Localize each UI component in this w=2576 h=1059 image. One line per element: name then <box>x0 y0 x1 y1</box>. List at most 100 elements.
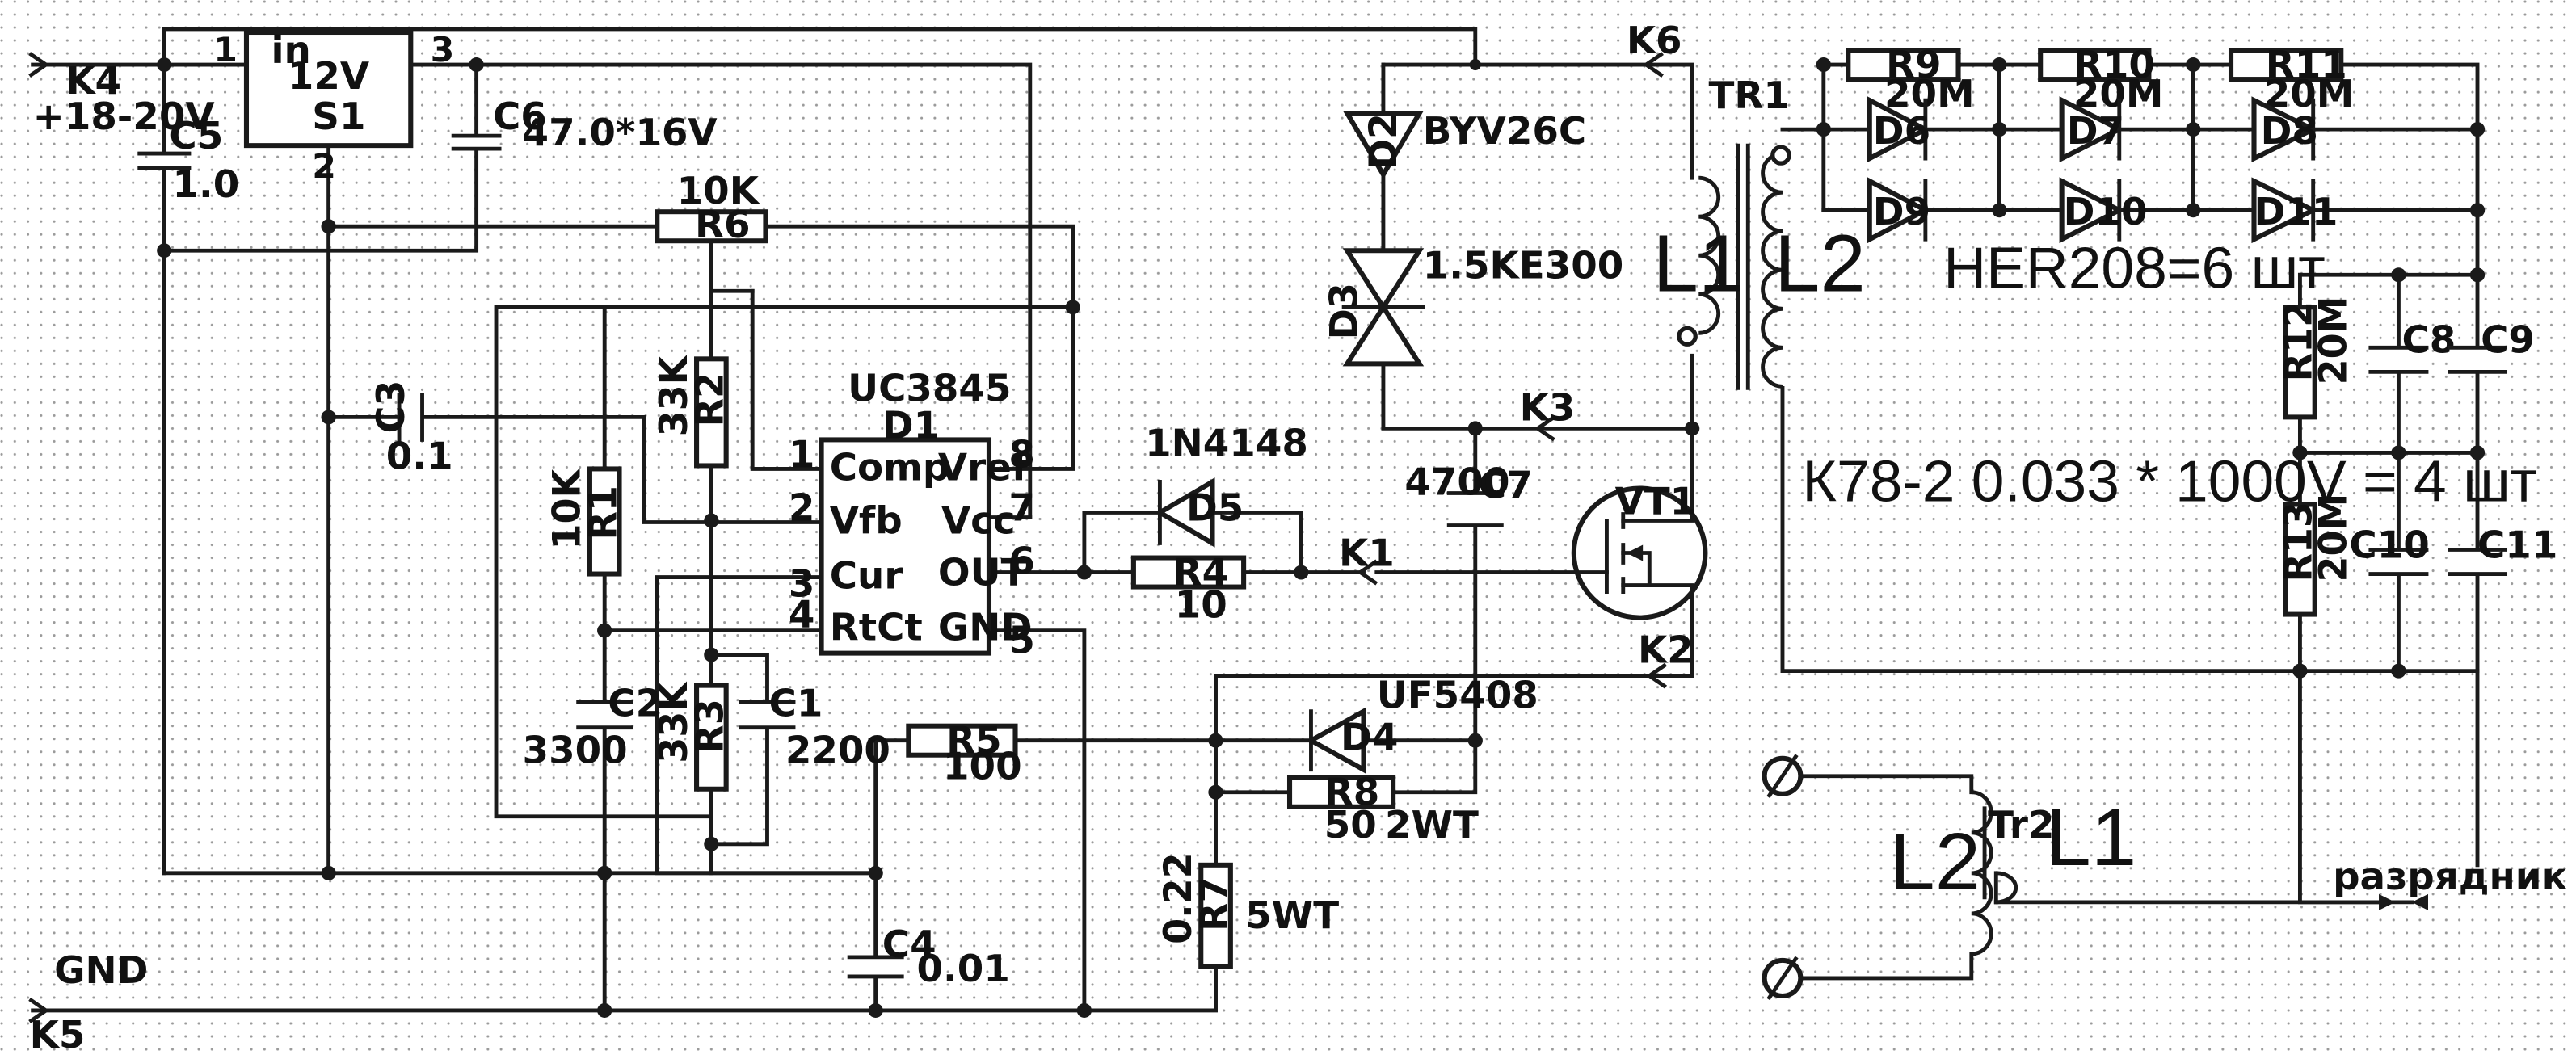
svg-text:C4: C4 <box>882 922 937 966</box>
svg-text:D8: D8 <box>2261 109 2318 153</box>
svg-text:R3: R3 <box>688 699 731 753</box>
svg-text:C11: C11 <box>2477 523 2557 567</box>
connectors: K4 K5 K6 K3 K1 K2 +18-20V GND <box>28 19 1694 1057</box>
resistor-r2: R2 33K <box>652 355 732 469</box>
k3-label: K3 <box>1520 386 1576 430</box>
capacitor-c2: C2 3300 <box>523 682 663 772</box>
svg-text:R4: R4 <box>1173 551 1229 595</box>
svg-text:20M: 20M <box>2311 494 2355 582</box>
connector-k3: K3 <box>1520 386 1576 442</box>
resistor-r9: R9 20M <box>1846 43 1975 116</box>
svg-text:C8: C8 <box>2401 318 2456 362</box>
svg-text:3: 3 <box>789 562 815 606</box>
svg-text:Vref: Vref <box>938 446 1029 490</box>
svg-text:33K: 33K <box>652 681 696 763</box>
resistor-r6: 10K R6 <box>655 170 768 247</box>
svg-text:R9: R9 <box>1886 43 1942 86</box>
regulator-name-label: S1 <box>312 95 365 138</box>
svg-text:D2: D2 <box>1362 113 1405 170</box>
svg-text:OUT: OUT <box>938 551 1027 595</box>
resistor-r4: R4 10 <box>1130 551 1247 626</box>
diode-d3-tvs: D3 1.5KE300 <box>1322 244 1624 367</box>
svg-text:47.0*16V: 47.0*16V <box>523 111 718 154</box>
svg-text:2WT: 2WT <box>1385 803 1479 847</box>
svg-text:20M: 20M <box>1884 72 1975 116</box>
controller-part-label: UC3845 <box>848 367 1011 410</box>
capacitor-c3: C3 0.1 <box>369 380 453 478</box>
regulator-voltage-label: 12V <box>288 54 369 98</box>
regulator-pin3: 3 <box>431 30 455 69</box>
svg-text:RtCt: RtCt <box>830 606 923 649</box>
resistor-r12: R12 20M <box>2276 296 2355 420</box>
regulator-pin2: 2 <box>312 146 336 186</box>
svg-text:8: 8 <box>1008 433 1035 477</box>
svg-text:4700: 4700 <box>1404 460 1509 504</box>
svg-text:5: 5 <box>1008 619 1035 662</box>
svg-text:D5: D5 <box>1186 486 1244 530</box>
connector-k5: K5 <box>28 997 86 1057</box>
capacitor-c1: C1 2200 <box>739 682 890 772</box>
capacitor-c10: C10 <box>2349 523 2430 576</box>
svg-text:50: 50 <box>1324 803 1377 847</box>
resistor-r10: R10 20M <box>2038 43 2163 116</box>
svg-text:D3: D3 <box>1322 283 1366 339</box>
svg-text:7: 7 <box>1008 486 1035 530</box>
svg-text:C10: C10 <box>2349 523 2429 567</box>
svg-text:4: 4 <box>789 593 815 637</box>
svg-text:6: 6 <box>1008 540 1035 583</box>
svg-text:0.01: 0.01 <box>917 947 1010 990</box>
svg-text:C6: C6 <box>493 95 547 138</box>
svg-text:R1: R1 <box>581 485 625 540</box>
svg-text:1: 1 <box>789 433 815 477</box>
diode-d6: D6 <box>1867 96 1931 163</box>
resistor-r3: R3 33K <box>652 681 732 792</box>
capacitor-c9: C9 <box>2448 318 2535 374</box>
resistor-r7: R7 0.22 5WT <box>1156 852 1339 969</box>
svg-text:10K: 10K <box>677 170 760 213</box>
svg-text:20M: 20M <box>2311 296 2355 385</box>
tr2-l1-label: L1 <box>2045 793 2136 883</box>
input-voltage-label: +18-20V <box>33 95 215 138</box>
capacitors-note: К78-2 0.033 * 1000V = 4 шт <box>1802 449 2537 514</box>
svg-text:5WT: 5WT <box>1245 893 1339 937</box>
transformer-tr2: Tr2 L1 L2 разрядник <box>1762 754 2567 1001</box>
diode-d5: D5 1N4148 <box>1145 422 1308 548</box>
capacitor-c4: C4 0.01 <box>847 922 1010 990</box>
resistor-r11: R11 20M <box>2228 43 2354 116</box>
diode-d2: D2 BYV26C <box>1342 109 1586 180</box>
svg-text:10K: 10K <box>545 468 588 550</box>
resistor-r5: R5 100 <box>906 719 1022 788</box>
regulator-pin1: 1 <box>213 30 238 69</box>
svg-text:R6: R6 <box>695 204 751 247</box>
svg-text:R11: R11 <box>2266 43 2347 86</box>
svg-text:D6: D6 <box>1873 109 1930 153</box>
svg-text:D11: D11 <box>2254 191 2338 234</box>
svg-text:Vcc: Vcc <box>941 499 1016 543</box>
diodes-note: HER208=6 шт <box>1943 236 2326 300</box>
svg-text:C9: C9 <box>2481 318 2535 362</box>
svg-text:R7: R7 <box>1192 876 1235 931</box>
svg-text:1N4148: 1N4148 <box>1145 422 1308 465</box>
spark-gap-label: разрядник <box>2333 855 2567 898</box>
svg-text:2: 2 <box>789 486 815 530</box>
capacitor-c8: C8 <box>2368 318 2456 374</box>
svg-text:1.5KE300: 1.5KE300 <box>1423 244 1624 288</box>
svg-text:C7: C7 <box>1479 464 1533 507</box>
svg-text:3300: 3300 <box>523 729 628 772</box>
svg-text:0.1: 0.1 <box>386 435 453 478</box>
k5-label: K5 <box>30 1013 86 1057</box>
svg-text:C1: C1 <box>769 682 823 725</box>
connector-k2: K2 <box>1638 628 1694 689</box>
svg-text:VT1: VT1 <box>1615 480 1697 523</box>
connector-k6: K6 <box>1627 19 1682 78</box>
svg-text:100: 100 <box>943 745 1022 788</box>
capacitor-c5: C5 1.0 <box>137 114 239 206</box>
diode-d8: D8 <box>2251 96 2319 163</box>
connector-k1: K1 <box>1339 532 1395 586</box>
k6-label: K6 <box>1627 19 1682 62</box>
svg-text:33K: 33K <box>652 355 696 437</box>
tr2-l2-label: L2 <box>1889 817 1980 907</box>
connector-k4: K4 <box>28 52 121 103</box>
diode-d11: D11 <box>2251 177 2338 244</box>
